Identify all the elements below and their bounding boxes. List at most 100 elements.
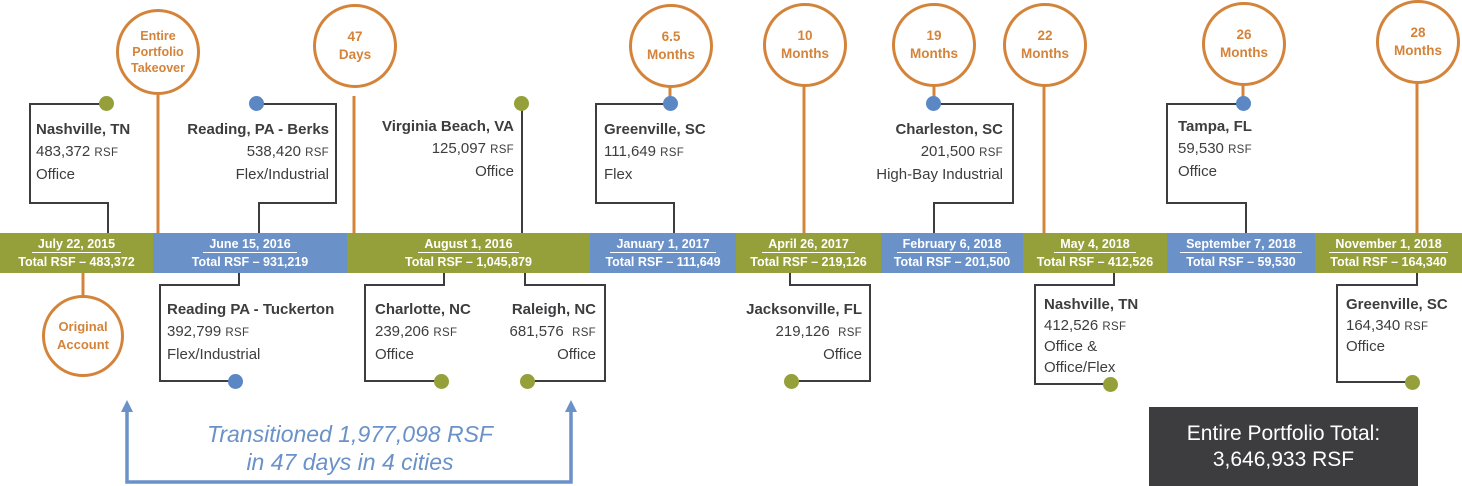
milestone-47-days: 47 Days — [313, 4, 397, 88]
milestone-line: Months — [781, 46, 829, 61]
connector-charleston — [933, 103, 1014, 233]
dot-charlotte — [434, 374, 449, 389]
location-type: High-Bay Industrial — [876, 166, 1003, 183]
location-rsf: 125,097 — [431, 140, 486, 157]
dot-greenville-2017 — [663, 96, 678, 111]
location-type: Office & — [1044, 338, 1098, 355]
timeline-segment-apr-2017: April 26, 2017 Total RSF – 219,126 — [736, 233, 881, 273]
location-type: Office — [475, 163, 514, 180]
milestone-28-months: 28 Months — [1376, 0, 1460, 84]
dot-tampa — [1236, 96, 1251, 111]
segment-total: Total RSF – 164,340 — [1330, 255, 1447, 269]
dot-reading-tuckerton — [228, 374, 243, 389]
dot-raleigh — [520, 374, 535, 389]
milestone-original-account: Original Account — [42, 295, 124, 377]
location-greenville-2017: Greenville, SC 111,649 RSF Flex — [604, 119, 706, 186]
location-rsf: 239,206 — [375, 323, 430, 340]
transition-line-2: in 47 days in 4 cities — [246, 449, 454, 475]
milestone-line: Original — [58, 319, 108, 334]
segment-date: June 15, 2016 — [203, 237, 297, 253]
connector-nashville-2015 — [29, 103, 109, 233]
location-type: Flex/Industrial — [235, 166, 329, 183]
dot-charleston — [926, 96, 941, 111]
rsf-unit: RSF — [94, 147, 119, 159]
location-city: Greenville, SC — [604, 121, 706, 138]
location-rsf: 392,799 — [167, 323, 222, 340]
location-rsf: 412,526 — [1044, 316, 1099, 334]
rsf-unit: RSF — [225, 327, 250, 339]
segment-date: April 26, 2017 — [762, 237, 855, 253]
location-city: Greenville, SC — [1346, 296, 1448, 313]
location-city: Nashville, TN — [36, 121, 131, 138]
location-city: Charlotte, NC — [375, 301, 471, 318]
dot-jacksonville — [784, 374, 799, 389]
segment-total: Total RSF – 483,372 — [18, 255, 135, 269]
location-rsf: 111,649 — [604, 143, 656, 160]
connector-reading-tuckerton — [159, 273, 240, 382]
segment-total: Total RSF – 59,530 — [1186, 255, 1296, 269]
segment-date: November 1, 2018 — [1329, 237, 1448, 253]
portfolio-total-label: Entire Portfolio Total: — [1186, 422, 1381, 445]
milestone-19-months: 19 Months — [892, 3, 976, 87]
milestone-line: Takeover — [131, 61, 185, 75]
dot-nashville-2015 — [99, 96, 114, 111]
location-type: Office — [823, 346, 862, 363]
location-type: Office — [1346, 338, 1385, 355]
location-type: Flex/Industrial — [167, 346, 261, 363]
segment-date: May 4, 2018 — [1054, 237, 1136, 253]
milestone-line: Entire — [140, 29, 176, 43]
location-city: Reading PA - Tuckerton — [167, 301, 335, 318]
connector-charlotte — [364, 273, 445, 382]
location-rsf: 219,126 — [775, 323, 830, 340]
milestone-line: 28 — [1410, 25, 1426, 40]
segment-total: Total RSF – 111,649 — [605, 255, 721, 269]
segment-total: Total RSF – 219,126 — [750, 255, 867, 269]
location-charlotte: Charlotte, NC 239,206 RSF Office — [375, 299, 471, 366]
milestone-line: 47 — [347, 29, 363, 44]
location-type-secondary: Office/Flex — [1044, 358, 1116, 376]
milestone-line: Months — [910, 46, 958, 61]
segment-total: Total RSF – 201,500 — [893, 255, 1011, 269]
connector-tampa — [1166, 103, 1247, 233]
milestone-10-months: 10 Months — [763, 3, 847, 87]
milestone-6-5-months: 6.5 Months — [629, 4, 713, 88]
milestone-line: 10 — [797, 28, 813, 43]
rsf-unit: RSF — [1102, 320, 1127, 333]
dot-virginia-beach — [514, 96, 529, 111]
timeline-segment-jan-2017: January 1, 2017 Total RSF – 111,649 — [590, 233, 736, 273]
segment-date: August 1, 2016 — [418, 237, 519, 253]
segment-date: February 6, 2018 — [896, 237, 1008, 253]
timeline-segment-nov-2018: November 1, 2018 Total RSF – 164,340 — [1315, 233, 1462, 273]
location-rsf: 164,340 — [1346, 316, 1401, 334]
milestone-26-months: 26 Months — [1202, 2, 1286, 86]
location-rsf: 681,576 — [509, 323, 564, 340]
milestone-line: 22 — [1037, 28, 1053, 43]
transition-bracket — [125, 410, 573, 484]
milestone-entire-portfolio-takeover: Entire Portfolio Takeover — [116, 9, 200, 95]
location-type: Office — [557, 346, 596, 363]
location-city: Charleston, SC — [895, 121, 1003, 138]
rsf-unit: RSF — [838, 327, 862, 339]
portfolio-total-box: Entire Portfolio Total: 3,646,933 RSF — [1149, 407, 1418, 486]
segment-total: Total RSF – 1,045,879 — [405, 255, 532, 269]
milestone-line: 26 — [1236, 27, 1252, 42]
rsf-unit: RSF — [572, 327, 596, 339]
location-city: Nashville, TN — [1044, 296, 1139, 313]
milestone-line: 19 — [926, 28, 942, 43]
segment-date: January 1, 2017 — [610, 237, 716, 253]
dot-reading-berks — [249, 96, 264, 111]
connector-greenville-2017 — [595, 103, 675, 233]
location-virginia-beach: Virginia Beach, VA 125,097 RSF Office — [360, 116, 514, 183]
transition-line-1: Transitioned 1,977,098 RSF — [207, 421, 493, 447]
rsf-unit: RSF — [1228, 144, 1252, 156]
segment-total: Total RSF – 931,219 — [191, 255, 309, 269]
rsf-unit: RSF — [660, 147, 685, 159]
connector-jacksonville — [789, 273, 871, 382]
segment-date: July 22, 2015 — [31, 237, 122, 253]
location-charleston: Charleston, SC 201,500 RSF High-Bay Indu… — [845, 119, 1003, 186]
location-rsf: 538,420 — [246, 143, 301, 160]
rsf-unit: RSF — [490, 144, 514, 156]
connector-greenville-2018 — [1336, 273, 1418, 383]
connector-raleigh — [524, 273, 606, 382]
